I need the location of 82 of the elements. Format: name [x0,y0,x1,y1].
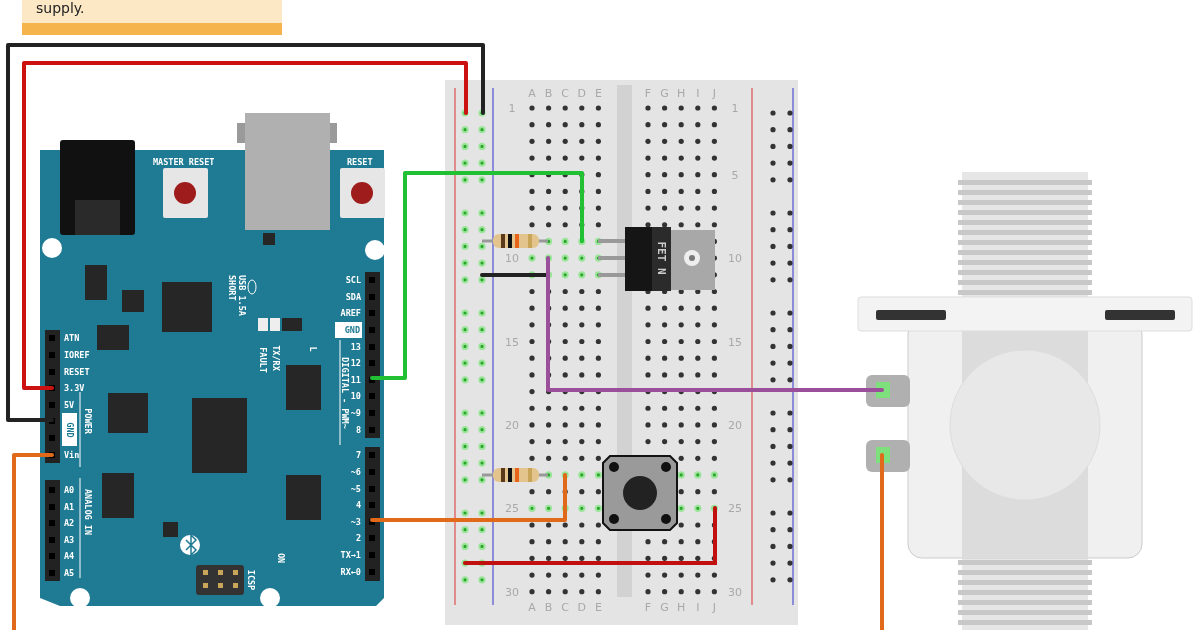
column-letter: C [561,600,570,614]
pin-label: 3.3V [64,383,85,393]
column-letter: F [644,86,652,100]
silkscreen-label: ON [276,552,286,564]
column-letter: D [577,600,587,614]
pin-label: A4 [64,551,75,561]
pin-label: IOREF [64,350,90,360]
column-letter: A [528,600,536,614]
button-label: MASTER RESET [153,157,215,167]
pin-label: A5 [64,568,75,578]
header-label: POWER [83,408,93,434]
column-letter: E [594,86,602,100]
pin-label: 2 [355,533,361,543]
pin-label: 11 [350,375,361,385]
wire [370,518,447,522]
row-number: 20 [505,418,519,432]
pin-label: ~3 [350,517,361,527]
pin-label: TX→1 [340,550,361,560]
note-text: supply. [36,0,85,16]
silkscreen-label: TX/RX [271,345,281,371]
header-label: DIGITAL - PWM~ [340,357,350,429]
pin-label: RESET [64,367,90,377]
row-number: 10 [728,251,742,265]
pin-label: 13 [350,342,361,352]
column-letter: G [660,600,669,614]
row-number: 15 [728,335,742,348]
column-letter: J [712,86,716,100]
column-letter: F [644,600,652,614]
row-number: 30 [728,585,742,599]
pin-label: 8 [355,425,361,435]
row-number: 5 [731,168,739,182]
column-letter: D [577,86,587,100]
silkscreen-label: ICSP [246,569,256,591]
column-letter: H [677,86,686,100]
pin-label: ATN [64,333,80,343]
row-number: 30 [505,585,519,599]
wire [880,453,884,630]
pin-label: A1 [64,502,75,512]
component-label: FET N [654,241,668,275]
pin-label: SCL [345,275,361,285]
button-label: RESET [347,157,373,167]
column-letter: J [712,600,716,614]
column-letter: B [544,600,553,614]
pin-label: Vin [64,450,80,460]
column-letter: G [660,86,669,100]
row-number: 20 [728,418,742,432]
column-letter: A [528,86,536,100]
pin-label: A0 [64,485,75,495]
row-number: 25 [728,501,742,515]
pin-label: RX←0 [340,567,361,577]
silkscreen-label: USB 1.5A SHORT [227,275,247,318]
row-number: 10 [505,251,519,265]
note-card [22,0,282,35]
row-number: 15 [505,335,519,348]
column-letter: C [561,86,570,100]
row-number: 25 [505,501,519,515]
column-letter: E [594,600,602,614]
pin-label: 5V [64,400,75,410]
pin-label: A3 [64,535,75,545]
pin-label: SDA [345,292,361,302]
pin-label: A2 [64,518,75,528]
wire [12,453,54,630]
pin-label: 10 [350,391,361,401]
pin-label: GND [344,325,360,335]
row-number: 1 [508,101,516,115]
silkscreen-label: L [308,346,318,352]
wire [796,388,884,392]
row-number: 1 [731,101,739,115]
silkscreen-label: FAULT [258,347,268,373]
column-letter: B [544,86,553,100]
wire [22,61,468,390]
header-label: ANALOG IN [83,488,93,536]
pin-label: GND [65,422,75,438]
pin-label: ~9 [350,408,361,418]
pin-label: ~5 [350,484,361,494]
pin-label: 12 [350,358,361,368]
pin-label: 7 [355,450,361,460]
pin-label: ~6 [350,467,361,477]
pin-label: AREF [340,308,361,318]
pin-label: 4 [355,500,361,510]
wire [6,43,485,422]
column-letter: H [677,600,686,614]
